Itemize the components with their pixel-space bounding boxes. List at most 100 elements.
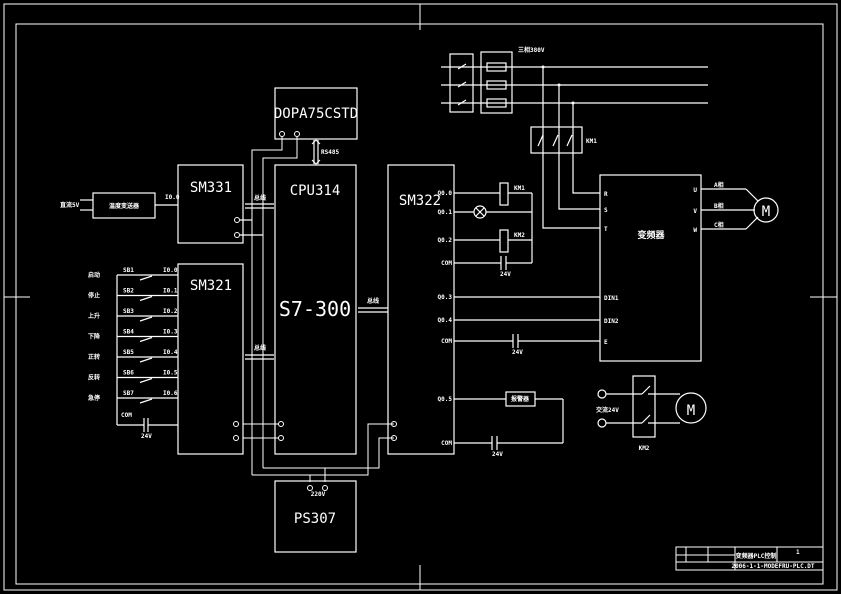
- inner-frame: [15, 23, 824, 585]
- sm321-input-row: SB2 I0.1 停止: [88, 288, 178, 302]
- outer-frame: [3, 3, 838, 591]
- input-description: 正转: [88, 353, 100, 361]
- button-label: SB5: [123, 349, 134, 356]
- inverter-control-wires: 24V: [454, 296, 600, 356]
- output-terminal-label: Q0.0: [438, 190, 453, 197]
- svg-text:220V: 220V: [311, 491, 326, 498]
- bus-cpu-sm322: 总线: [358, 297, 388, 313]
- inverter-output-terminal: W: [693, 227, 697, 234]
- input-address: I0.0: [163, 267, 178, 274]
- inverter-input-terminal: S: [604, 207, 608, 214]
- svg-text:报警器: 报警器: [511, 395, 530, 403]
- button-label: SB7: [123, 390, 134, 397]
- svg-text:变频器PLC控制: 变频器PLC控制: [736, 552, 777, 560]
- cpu-module: CPU314 S7-300: [274, 164, 357, 455]
- relay-circuit: KM1 KM2 24V: [454, 182, 533, 278]
- alarm-circuit: 报警器 24V: [454, 391, 564, 458]
- output-terminal-label: Q0.5: [438, 396, 453, 403]
- svg-text:PS307: PS307: [294, 511, 336, 527]
- svg-text:三相380V: 三相380V: [518, 46, 545, 54]
- output-terminal-label: COM: [441, 338, 452, 345]
- inverter-input-terminal: R: [604, 191, 608, 198]
- svg-text:RS485: RS485: [321, 149, 339, 156]
- output-terminal-label: Q0.4: [438, 317, 453, 324]
- input-address: I0.1: [163, 288, 178, 295]
- svg-text:24V: 24V: [141, 433, 152, 440]
- hmi-label: DOPA75CSTD: [274, 106, 358, 122]
- sm322-module: SM322: [387, 164, 455, 455]
- svg-text:KM2: KM2: [639, 445, 650, 452]
- svg-text:24V: 24V: [500, 271, 511, 278]
- motor-1: M: [701, 188, 779, 230]
- output-terminal-label: COM: [441, 260, 452, 267]
- svg-text:KM2: KM2: [514, 232, 525, 239]
- svg-text:总线: 总线: [254, 194, 266, 202]
- inverter-output-terminal: V: [693, 208, 697, 215]
- input-description: 停止: [88, 292, 100, 300]
- button-label: SB4: [123, 329, 134, 336]
- hmi-module: DOPA75CSTD: [274, 87, 358, 140]
- sm321-input-row: SB4 I0.3 下降: [88, 329, 178, 343]
- button-label: SB6: [123, 370, 134, 377]
- output-terminal-label: Q0.2: [438, 237, 453, 244]
- power-rails: [243, 137, 394, 482]
- input-address: I0.4: [163, 349, 178, 356]
- svg-text:变频器: 变频器: [637, 229, 665, 241]
- inverter: 变频器: [599, 174, 702, 362]
- svg-text:KM1: KM1: [514, 185, 525, 192]
- input-description: 急停: [88, 394, 100, 402]
- phase-label: A相: [714, 181, 724, 189]
- ps307-module: 220V PS307: [274, 480, 357, 553]
- svg-text:SM322: SM322: [399, 193, 441, 209]
- cpu-label: CPU314: [290, 183, 341, 199]
- inverter-input-terminal: E: [604, 339, 608, 346]
- input-address: I0.2: [163, 308, 178, 315]
- transmitter: 温度变送器 I0.0 直流5V: [60, 192, 180, 219]
- button-label: SB1: [123, 267, 134, 274]
- output-terminal-label: Q0.1: [438, 209, 453, 216]
- bus-sm321-cpu: 总线: [245, 344, 274, 360]
- output-terminal-label: COM: [441, 440, 452, 447]
- sm321-module: SM321: [116, 263, 244, 455]
- hmi-cpu-link: RS485: [311, 139, 339, 165]
- inverter-input-terminal: T: [604, 226, 608, 233]
- phase-label: B相: [714, 202, 724, 210]
- input-address: I0.6: [163, 390, 178, 397]
- svg-text:24V: 24V: [512, 349, 523, 356]
- svg-text:总线: 总线: [367, 297, 379, 305]
- input-address: I0.5: [163, 370, 178, 377]
- sm321-input-row: SB7 I0.6 急停: [88, 390, 178, 404]
- bus-sm331-cpu: 总线: [245, 194, 274, 209]
- svg-text:SM321: SM321: [190, 278, 232, 294]
- svg-text:2006-1-1-MODEFRU-PLC.DT: 2006-1-1-MODEFRU-PLC.DT: [731, 563, 814, 570]
- svg-text:24V: 24V: [492, 451, 503, 458]
- svg-text:1: 1: [796, 549, 800, 556]
- input-description: 下降: [88, 333, 101, 341]
- svg-text:交流24V: 交流24V: [596, 406, 619, 414]
- button-label: SB2: [123, 288, 134, 295]
- phase-label: C相: [714, 221, 724, 229]
- svg-text:I0.0: I0.0: [165, 194, 180, 201]
- plc-label: S7-300: [279, 297, 351, 321]
- inverter-input-terminal: DIN2: [604, 318, 619, 325]
- svg-text:COM: COM: [121, 412, 132, 419]
- svg-text:M: M: [687, 403, 695, 419]
- svg-text:直流5V: 直流5V: [60, 201, 80, 209]
- sm331-module: SM331: [177, 164, 263, 244]
- button-label: SB3: [123, 308, 134, 315]
- input-address: I0.3: [163, 329, 178, 336]
- svg-text:KM1: KM1: [586, 138, 597, 145]
- svg-text:M: M: [762, 204, 770, 220]
- input-description: 反转: [88, 374, 100, 382]
- inverter-output-terminal: U: [693, 187, 697, 194]
- svg-text:总线: 总线: [254, 344, 266, 352]
- inverter-input-terminal: DIN1: [604, 295, 619, 302]
- motor-2-circuit: 交流24V M KM2: [596, 375, 707, 452]
- sm321-input-row: SB5 I0.4 正转: [88, 349, 178, 363]
